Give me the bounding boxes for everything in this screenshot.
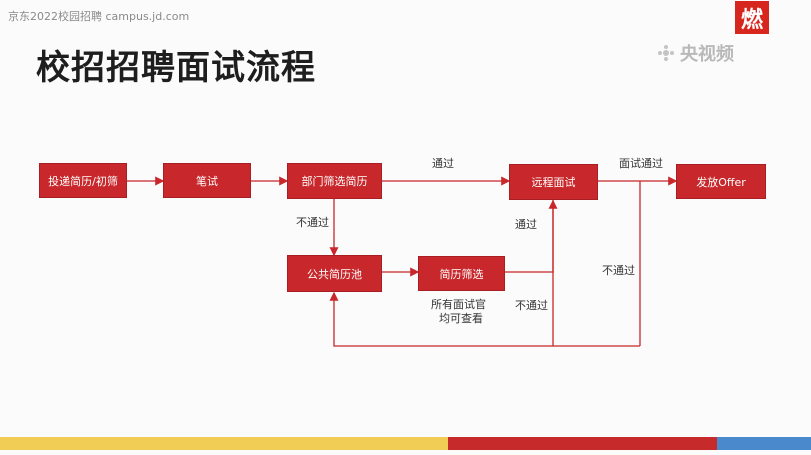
label-fail-right: 不通过 <box>602 264 635 277</box>
node-resume-screen: 简历筛选 <box>418 256 505 291</box>
header-source: 京东2022校园招聘 campus.jd.com <box>8 10 190 23</box>
label-note-line2: 均可查看 <box>439 312 483 325</box>
brand-badge: 燃 <box>735 1 769 34</box>
label-note-line1: 所有面试官 <box>431 298 486 311</box>
node-written-test: 笔试 <box>163 163 251 198</box>
node-dept-screen: 部门筛选简历 <box>287 163 382 199</box>
node-offer: 发放Offer <box>676 164 766 199</box>
label-interview-pass: 面试通过 <box>619 157 663 170</box>
node-submit-resume: 投递简历/初筛 <box>39 163 127 198</box>
arrow-screen-remote <box>505 199 558 273</box>
arrow-fail-return <box>329 291 640 347</box>
label-fail-left: 不通过 <box>296 216 329 229</box>
bottom-bar-blue <box>717 437 811 450</box>
bottom-bar-red <box>448 437 717 450</box>
node-public-pool: 公共简历池 <box>287 255 382 292</box>
cctv-text: 央视频 <box>680 44 734 65</box>
node-remote-interview: 远程面试 <box>509 164 598 200</box>
page-title: 校招招聘面试流程 <box>36 48 316 88</box>
bottom-bar-yellow <box>0 437 448 450</box>
label-pass-top: 通过 <box>432 157 454 170</box>
cctv-logo: 央视频 <box>656 42 734 65</box>
label-fail-mid: 不通过 <box>515 299 548 312</box>
label-pass-mid: 通过 <box>515 218 537 231</box>
cctv-icon <box>658 45 674 61</box>
